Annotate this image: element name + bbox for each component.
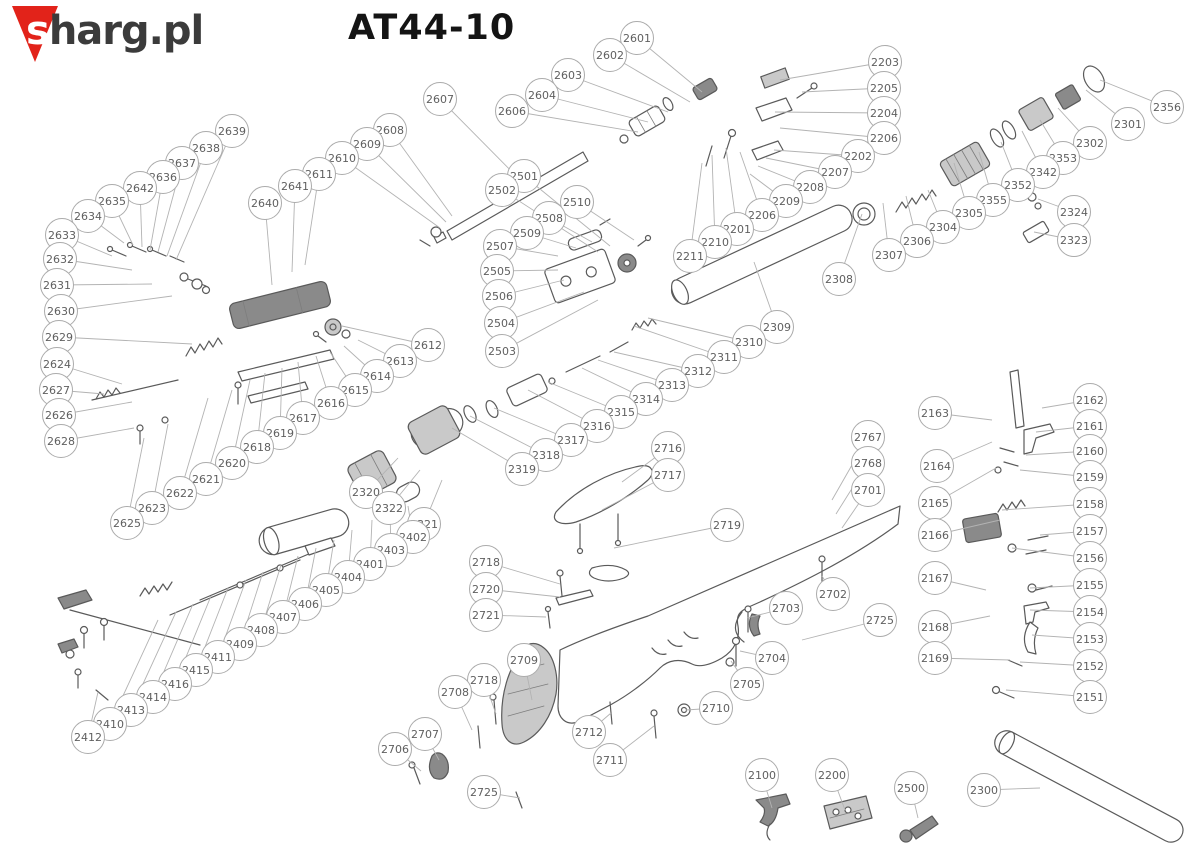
part-callout-2308[interactable]: 2308 xyxy=(822,262,856,296)
barrel-drawing xyxy=(419,77,718,247)
small-screws-drawing xyxy=(544,564,630,629)
logo-text: sharg.pl xyxy=(26,2,204,60)
part-callout-2711[interactable]: 2711 xyxy=(593,743,627,777)
part-callout-2702[interactable]: 2702 xyxy=(816,577,850,611)
trigger-plate-drawing xyxy=(823,795,873,830)
trigger-assembly-drawing xyxy=(755,793,791,841)
part-callout-2705[interactable]: 2705 xyxy=(730,667,764,701)
part-callout-2307[interactable]: 2307 xyxy=(872,238,906,272)
part-callout-2701[interactable]: 2701 xyxy=(851,473,885,507)
part-callout-2412[interactable]: 2412 xyxy=(71,720,105,754)
part-callout-2200[interactable]: 2200 xyxy=(815,758,849,792)
part-callout-2500[interactable]: 2500 xyxy=(894,771,928,805)
loading-block-drawing xyxy=(544,218,652,304)
part-callout-2709[interactable]: 2709 xyxy=(507,643,541,677)
part-callout-2502[interactable]: 2502 xyxy=(485,173,519,207)
part-callout-2151[interactable]: 2151 xyxy=(1073,680,1107,714)
part-callout-2356[interactable]: 2356 xyxy=(1150,90,1184,124)
receiver-drawing xyxy=(106,241,351,339)
part-callout-2625[interactable]: 2625 xyxy=(110,506,144,540)
part-callout-2211[interactable]: 2211 xyxy=(673,239,707,273)
part-callout-2166[interactable]: 2166 xyxy=(918,518,952,552)
part-callout-2641[interactable]: 2641 xyxy=(278,169,312,203)
part-callout-2708[interactable]: 2708 xyxy=(438,675,472,709)
part-callout-2704[interactable]: 2704 xyxy=(755,641,789,675)
part-callout-2165[interactable]: 2165 xyxy=(918,486,952,520)
part-callout-2323[interactable]: 2323 xyxy=(1057,223,1091,257)
part-callout-2164[interactable]: 2164 xyxy=(920,449,954,483)
cocking-lever-drawing xyxy=(899,815,939,843)
part-callout-2300[interactable]: 2300 xyxy=(967,773,1001,807)
part-callout-2725[interactable]: 2725 xyxy=(863,603,897,637)
part-callout-2168[interactable]: 2168 xyxy=(918,610,952,644)
logo-triangle-icon xyxy=(12,6,58,62)
part-callout-2319[interactable]: 2319 xyxy=(505,452,539,486)
part-callout-2604[interactable]: 2604 xyxy=(525,78,559,112)
part-callout-2718[interactable]: 2718 xyxy=(467,663,501,697)
part-callout-2167[interactable]: 2167 xyxy=(918,561,952,595)
part-callout-2721[interactable]: 2721 xyxy=(469,598,503,632)
part-callout-2717[interactable]: 2717 xyxy=(651,458,685,492)
part-callout-2602[interactable]: 2602 xyxy=(593,38,627,72)
part-callout-2640[interactable]: 2640 xyxy=(248,186,282,220)
part-callout-2301[interactable]: 2301 xyxy=(1111,107,1145,141)
part-callout-2163[interactable]: 2163 xyxy=(918,396,952,430)
part-callout-2322[interactable]: 2322 xyxy=(372,491,406,525)
part-callout-2152[interactable]: 2152 xyxy=(1073,649,1107,683)
part-callout-2503[interactable]: 2503 xyxy=(485,334,519,368)
part-callout-2710[interactable]: 2710 xyxy=(699,691,733,725)
part-callout-2606[interactable]: 2606 xyxy=(495,94,529,128)
part-callout-2707[interactable]: 2707 xyxy=(408,717,442,751)
logo-prefix: s xyxy=(26,8,50,54)
part-callout-2725[interactable]: 2725 xyxy=(467,775,501,809)
part-callout-2100[interactable]: 2100 xyxy=(745,758,779,792)
part-callout-2712[interactable]: 2712 xyxy=(572,715,606,749)
part-callout-2719[interactable]: 2719 xyxy=(710,508,744,542)
barrel-shroud-drawing xyxy=(994,730,1184,843)
cheek-piece-drawing xyxy=(553,465,653,555)
logo-rest: harg.pl xyxy=(48,8,204,54)
part-callout-2169[interactable]: 2169 xyxy=(918,641,952,675)
page-title: AT44-10 xyxy=(348,8,516,48)
trigger-parts-drawing xyxy=(962,369,1055,699)
part-callout-2628[interactable]: 2628 xyxy=(44,424,78,458)
part-callout-2703[interactable]: 2703 xyxy=(769,591,803,625)
part-callout-2706[interactable]: 2706 xyxy=(378,732,412,766)
logo: sharg.pl xyxy=(12,2,242,64)
rear-sight-parts-drawing xyxy=(705,67,818,167)
part-callout-2607[interactable]: 2607 xyxy=(423,82,457,116)
